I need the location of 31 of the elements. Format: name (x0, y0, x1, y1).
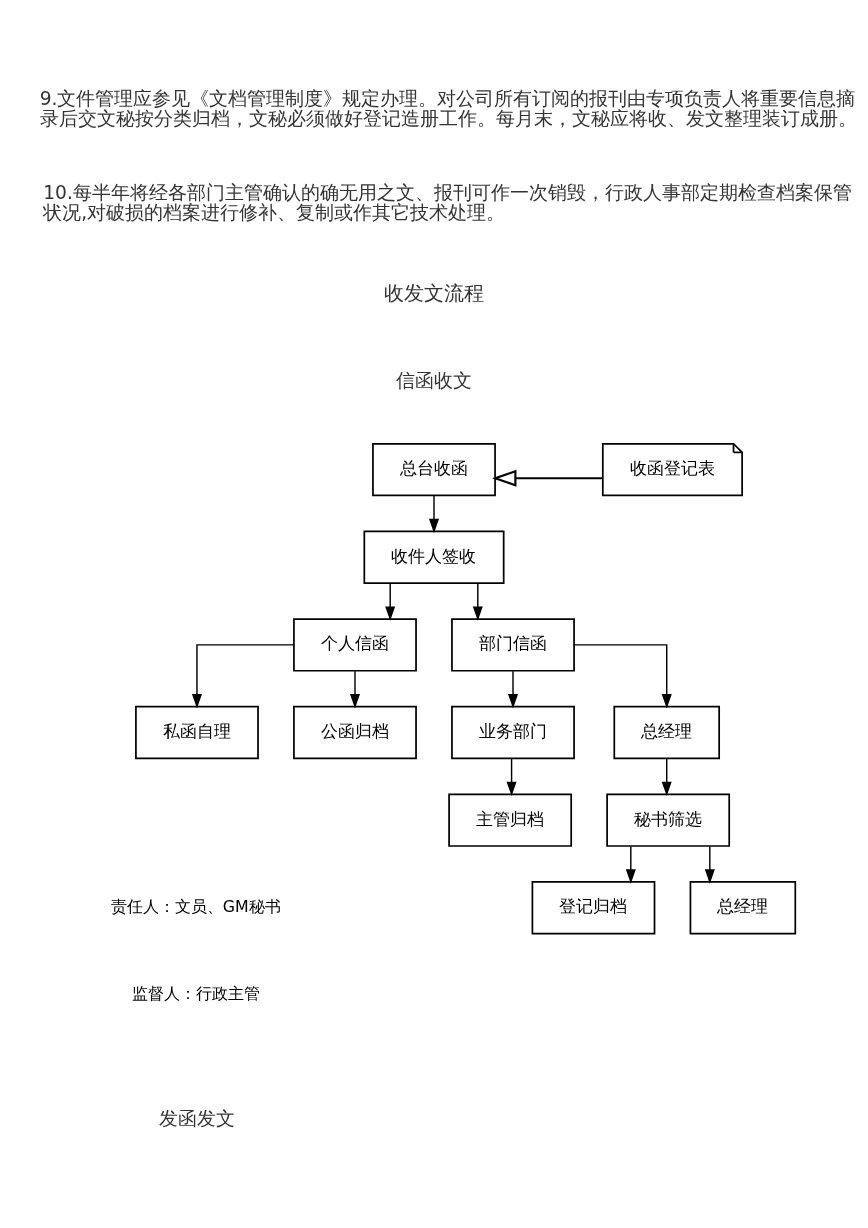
label: 收发文流程 (384, 280, 484, 305)
arrow (472, 582, 483, 621)
arrow (507, 670, 519, 709)
label: 信函收文 (396, 369, 472, 391)
node-box: 总经理 (613, 705, 720, 760)
label: 监督人：行政主管 (131, 984, 260, 1004)
arrow (349, 670, 361, 709)
node-box: 秘书筛选 (606, 793, 731, 847)
arrow (573, 644, 672, 709)
arrow (385, 582, 396, 621)
node-box: 公函归档 (293, 705, 417, 760)
label: 10.每半年将经各部门主管确认的确无用之文、报刊可作一次销毁，行政人事部定期检查档案保管状况,对破损的档案进行修补、复制或作其它技术处理。 (43, 181, 852, 223)
node-box: 收件人签收 (363, 530, 505, 584)
node-box: 个人信函 (293, 618, 417, 672)
node-box: 登记归档 (531, 881, 656, 935)
arrow (625, 845, 636, 884)
node-box: 私函自理 (135, 705, 259, 760)
arrow (704, 845, 715, 884)
arrow (191, 644, 295, 709)
node-box: 总台收函 (372, 442, 496, 497)
arrow (492, 469, 603, 487)
node-box: 主管归档 (448, 793, 573, 847)
label: 发函发文 (158, 1108, 235, 1130)
label: 责任人：文员、GM秘书 (110, 896, 281, 916)
node-box: 业务部门 (451, 705, 575, 760)
node-box: 部门信函 (451, 618, 575, 672)
label: 9.文件管理应参见《文档管理制度》规定办理。对公司所有订阅的报刊由专项负责人将重要信息摘录后交文秘按分类归档，文秘必须做好登记造册工作。每月末，文秘应将收、发文整理装订成册。 (39, 88, 857, 130)
arrow (661, 758, 672, 797)
node-box: 总经理 (689, 881, 797, 935)
arrow (506, 758, 517, 797)
arrow (428, 495, 440, 534)
